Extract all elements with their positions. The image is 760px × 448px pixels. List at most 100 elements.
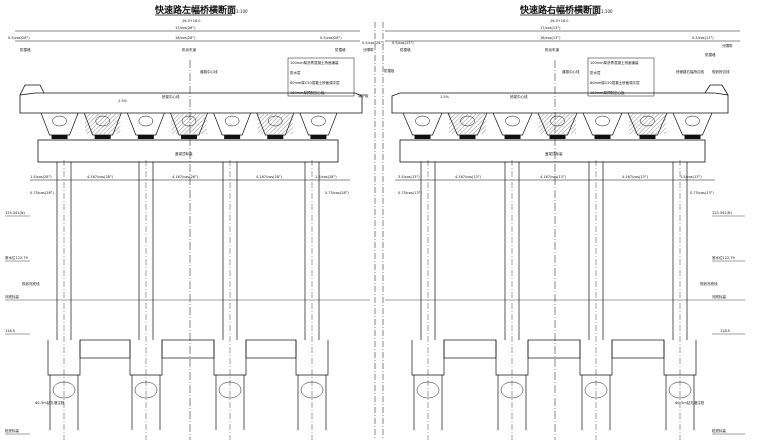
- left-pile-tip: 桩底标高: [5, 428, 19, 433]
- tie-beam: [161, 339, 215, 359]
- bearing-pad: [504, 135, 521, 139]
- joint-fill: [629, 114, 666, 134]
- left-barrier-label-2: 防撞墙: [335, 47, 346, 52]
- pile-section: [218, 381, 242, 399]
- tie-beam: [245, 339, 297, 359]
- bearing-pad: [181, 135, 197, 139]
- left-layer-1: 100mm厚沥青混凝土桥面铺装: [290, 60, 339, 65]
- joint-fill: [257, 114, 293, 134]
- left-title: 快速路左幅桥横断面: [155, 4, 236, 16]
- gap-note-a: 防撞板: [384, 68, 395, 73]
- right-pile-tip: 桩底标高: [712, 428, 726, 433]
- girder-void: [595, 115, 610, 127]
- gap-label-right: 0.5/cos(13°): [392, 41, 414, 45]
- right-span-1: 3.5/cos(13°): [398, 175, 420, 179]
- girder-void: [52, 115, 67, 127]
- bearing-pad: [224, 135, 241, 139]
- joint-fill: [171, 114, 207, 134]
- right-sub-right: 0.5/cos(13°): [692, 36, 714, 40]
- pile-section: [134, 381, 158, 399]
- right-pile-label: Φ1.5m钻孔灌注桩: [675, 400, 705, 405]
- bearing-pad: [459, 135, 476, 139]
- right-title: 快速路右幅桥横断面: [520, 4, 601, 16]
- right-bridge-center: 桥梁中心线: [510, 94, 528, 99]
- left-total-dim: 17/cos(28°): [175, 26, 196, 30]
- right-pier-cap: [399, 139, 706, 163]
- girder-void: [311, 115, 326, 127]
- bearing-pad: [94, 135, 111, 139]
- right-edge-note-a: 快速路右幅桥边线: [676, 69, 704, 74]
- bearing-pad: [684, 135, 701, 139]
- pile-section: [52, 381, 76, 399]
- left-bearing: 盖梁顶标高: [175, 151, 193, 156]
- pile-section: [584, 381, 608, 399]
- section-gap: 0.5/cos(28°) 0.5/cos(13°) 分隔带 防撞板 端护板: [358, 22, 414, 440]
- joint-fill: [539, 114, 576, 134]
- right-barrier-label-2: 防撞墙: [705, 52, 716, 57]
- right-layer-2: 防水层: [590, 70, 601, 75]
- pile-section: [416, 381, 440, 399]
- left-span-5: 1.5/cos(28°): [315, 175, 337, 179]
- bearing-pad: [310, 135, 327, 139]
- left-elev-top: 125.341(N): [5, 211, 25, 215]
- bearing-pad: [639, 135, 656, 139]
- left-barrier-left: [19, 84, 45, 96]
- girder: [672, 112, 713, 136]
- left-pier-cap: [37, 139, 339, 163]
- right-layer-4: 180mm厚预制空心板: [590, 90, 625, 95]
- left-slope: 1.5%: [118, 99, 128, 103]
- left-scale: 1:100: [236, 9, 248, 14]
- left-sub-mid: 16/cos(28°): [175, 36, 196, 40]
- left-water-level: 常水位122.79: [5, 255, 28, 260]
- right-water-level: 常水位122.79: [712, 255, 735, 260]
- left-piers: [47, 160, 329, 440]
- tie-beam: [527, 339, 581, 359]
- left-bridge-center: 桥梁中心线: [162, 94, 180, 99]
- right-lane-label: 机动车道: [545, 47, 559, 52]
- girder: [299, 112, 338, 136]
- left-road-center: 道路中心线: [200, 69, 218, 74]
- left-girders: [40, 112, 338, 139]
- left-section: 快速路左幅桥横断面 1:100 16.5+18.0 17/cos(28°) 0.…: [5, 4, 370, 440]
- girder: [582, 112, 623, 136]
- gap-median: 分隔带: [363, 47, 374, 52]
- left-sub-right: 0.5/cos(28°): [320, 36, 342, 40]
- right-slope: 1.5%: [440, 95, 450, 99]
- right-edge-note-b: 规划桥边线: [712, 69, 730, 74]
- right-riverbed: 河底标高: [712, 294, 726, 299]
- right-overall-width: 16.5+18.0: [550, 19, 569, 23]
- left-span-2: 4.167/cos(28°): [87, 175, 114, 179]
- left-edge-left: 0.75/cos(28°): [30, 191, 54, 195]
- right-scour-line: 规划河底线: [700, 281, 718, 286]
- pile-section: [500, 381, 524, 399]
- right-edge-right: 0.75/cos(13°): [690, 191, 714, 195]
- right-section: 快速路右幅桥横断面 1:100 16.5+18.0 17/cos(13°) 16…: [385, 4, 745, 440]
- left-span-4: 4.167/cos(28°): [256, 175, 283, 179]
- right-road-center: 道路中心线: [562, 69, 580, 74]
- girder: [402, 112, 443, 136]
- right-girders: [402, 112, 713, 139]
- right-barrier-right: [704, 84, 729, 96]
- left-riverbed: 河底标高: [5, 294, 19, 299]
- left-barrier-label: 防撞墙: [20, 47, 31, 52]
- bearing-pad: [594, 135, 611, 139]
- bearing-pad: [51, 135, 68, 139]
- right-span-5: 1.5/cos(13°): [680, 175, 702, 179]
- right-span-4: 4.167/cos(13°): [622, 175, 649, 179]
- girder: [492, 112, 533, 136]
- right-piers: [411, 160, 697, 440]
- girder-void: [505, 115, 520, 127]
- right-layer-3: 80mm厚C50混凝土桥面调平层: [590, 80, 640, 85]
- left-overall-width: 16.5+18.0: [182, 19, 201, 23]
- girder: [126, 112, 165, 136]
- right-barrier-label: 防撞墙: [400, 47, 411, 52]
- left-layer-2: 防水层: [290, 70, 301, 75]
- left-lane-label: 机动车道: [182, 47, 196, 52]
- joint-fill: [85, 114, 121, 134]
- right-elev-low: 118.5: [720, 329, 730, 333]
- gap-note-b: 端护板: [358, 93, 369, 98]
- bearing-pad: [414, 135, 431, 139]
- right-layer-1: 100mm厚沥青混凝土桥面铺装: [590, 60, 639, 65]
